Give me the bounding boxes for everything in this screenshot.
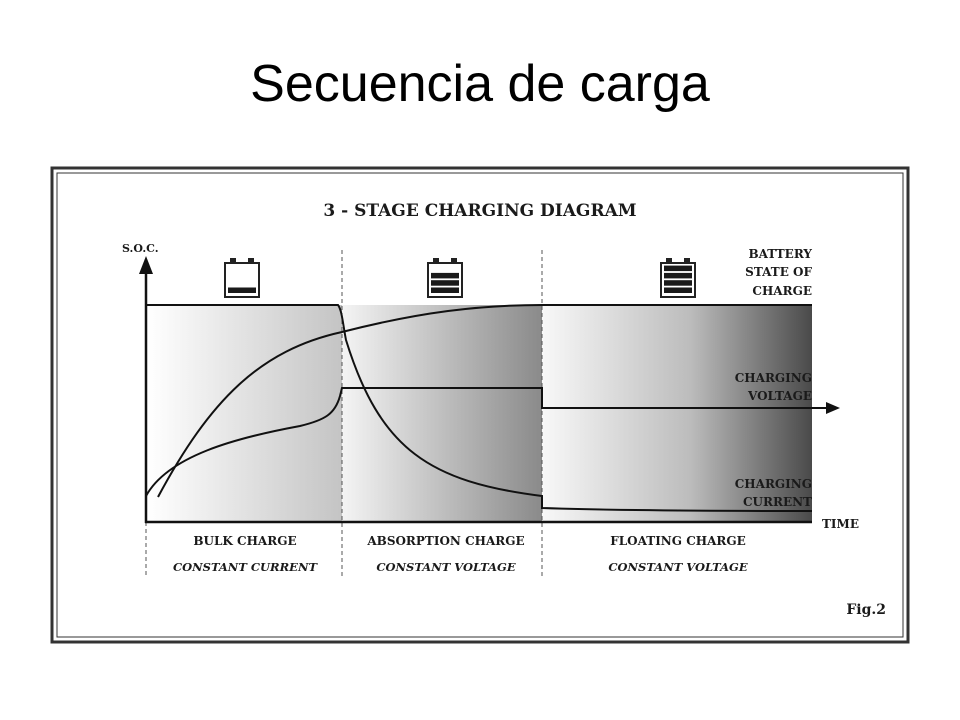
state-of-charge-curve	[157, 304, 812, 498]
battery-terminal	[433, 258, 439, 263]
stage-mode-absorption: CONSTANT VOLTAGE	[376, 560, 515, 574]
battery-terminal	[230, 258, 236, 263]
battery-charge-bar	[431, 280, 459, 286]
x-axis-label: TIME	[822, 517, 859, 531]
slide-title: Secuencia de carga	[250, 55, 710, 113]
battery-charge-bar	[664, 265, 692, 272]
absorption-stage-shade	[342, 305, 542, 522]
voltage-arrow	[826, 402, 840, 414]
battery-icon	[660, 258, 696, 298]
diagram-title: 3 - STAGE CHARGING DIAGRAM	[323, 201, 636, 221]
y-axis-label: S.O.C.	[122, 242, 159, 255]
battery-terminal	[248, 258, 254, 263]
battery-charge-bar	[664, 287, 692, 293]
battery-charge-bar	[431, 272, 459, 279]
current-label-1: CHARGING	[735, 477, 812, 491]
stage-name-floating: FLOATING CHARGE	[610, 534, 746, 548]
bulk-stage-shade	[148, 305, 342, 522]
voltage-label-1: CHARGING	[735, 371, 812, 385]
battery-charge-bar	[431, 287, 459, 293]
battery-terminal	[666, 258, 672, 263]
figure-frame-inner	[56, 172, 904, 638]
soc-label-2: STATE OF	[745, 265, 812, 279]
battery-charge-bar	[664, 280, 692, 286]
battery-terminal	[451, 258, 457, 263]
battery-icon	[224, 258, 260, 298]
stage-name-absorption: ABSORPTION CHARGE	[366, 534, 524, 548]
battery-charge-bar	[228, 287, 256, 293]
stage-mode-bulk: CONSTANT CURRENT	[173, 560, 318, 574]
soc-label-3: CHARGE	[752, 284, 812, 298]
y-axis-arrow	[139, 256, 153, 274]
soc-label-1: BATTERY	[748, 247, 812, 261]
stage-mode-floating: CONSTANT VOLTAGE	[608, 560, 747, 574]
battery-terminal	[684, 258, 690, 263]
battery-icons	[224, 258, 696, 298]
battery-charge-bar	[664, 272, 692, 279]
stage-name-bulk: BULK CHARGE	[193, 534, 296, 548]
figure-label: Fig.2	[846, 602, 886, 618]
floating-stage-shade	[542, 305, 812, 522]
battery-icon	[427, 258, 463, 298]
current-label-2: CURRENT	[743, 495, 812, 509]
voltage-label-2: VOLTAGE	[747, 389, 812, 403]
